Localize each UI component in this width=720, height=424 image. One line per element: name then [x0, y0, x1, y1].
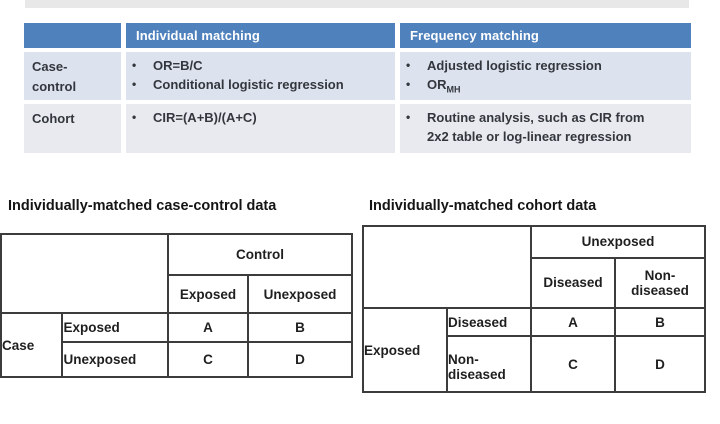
cell-c: C: [167, 341, 249, 378]
col-header-diseased: Diseased: [530, 256, 616, 310]
bullet-icon: •: [132, 58, 137, 72]
summary-corner-cell: [24, 23, 121, 48]
bullet-icon: •: [406, 110, 411, 124]
empty-corner-cell: [362, 225, 532, 309]
case-control-table-title: Individually-matched case-control data: [8, 198, 277, 214]
row-header-diseased: Diseased: [446, 307, 532, 337]
bullet-item: • CIR=(A+B)/(A+C): [132, 110, 257, 125]
cohort-2x2-table: Unexposed Diseased Non-diseased Exposed …: [362, 225, 706, 393]
cell-d: D: [247, 341, 353, 378]
cohort-individual-cell: • CIR=(A+B)/(A+C): [126, 104, 395, 153]
case-control-frequency-cell: • Adjusted logistic regression • ORMH: [400, 52, 691, 100]
column-group-unexposed: Unexposed: [530, 225, 706, 259]
empty-corner-cell: [0, 233, 169, 314]
cell-a: A: [530, 307, 616, 337]
cell-c: C: [530, 335, 616, 393]
bullet-item: • Adjusted logistic regression: [406, 58, 602, 73]
bullet-icon: •: [132, 77, 137, 91]
col-header-unexposed: Unexposed: [247, 274, 353, 314]
cohort-frequency-cell: • Routine analysis, such as CIR from 2x2…: [400, 104, 691, 153]
bullet-icon: •: [132, 110, 137, 124]
row-group-exposed: Exposed: [362, 307, 448, 393]
row-group-case: Case: [0, 312, 64, 378]
row-header-unexposed: Unexposed: [61, 341, 169, 378]
case-control-2x2-table: Control Exposed Unexposed Case Exposed A…: [0, 232, 353, 378]
cell-b: B: [247, 312, 353, 343]
column-group-control: Control: [167, 232, 353, 277]
matching-summary-table: Individual matching Frequency matching C…: [24, 23, 691, 153]
cohort-table-title: Individually-matched cohort data: [369, 198, 597, 214]
row-header-exposed: Exposed: [61, 312, 169, 343]
bullet-icon: •: [406, 58, 411, 72]
col-header-exposed: Exposed: [167, 274, 249, 314]
bullet-item: • ORMH: [406, 75, 687, 100]
bullet-item: • OR=B/C: [132, 58, 203, 73]
case-control-individual-cell: • OR=B/C • Conditional logistic regressi…: [126, 52, 395, 100]
cell-a: A: [167, 312, 249, 343]
summary-header-individual-matching: Individual matching: [126, 23, 395, 48]
cell-b: B: [614, 307, 706, 337]
top-gray-strip: [25, 0, 689, 8]
cell-d: D: [614, 335, 706, 393]
col-header-non-diseased: Non-diseased: [614, 256, 706, 310]
bullet-item: • Routine analysis, such as CIR from 2x2…: [406, 110, 645, 144]
summary-row-label-cohort: Cohort: [24, 104, 121, 153]
summary-header-frequency-matching: Frequency matching: [400, 23, 691, 48]
or-mh-formula: ORMH: [427, 77, 461, 95]
row-header-non-diseased: Non-diseased: [446, 335, 532, 393]
summary-row-label-case-control: Case-control: [24, 52, 121, 100]
bullet-item: • Conditional logistic regression: [132, 77, 344, 92]
bullet-icon: •: [406, 77, 411, 91]
